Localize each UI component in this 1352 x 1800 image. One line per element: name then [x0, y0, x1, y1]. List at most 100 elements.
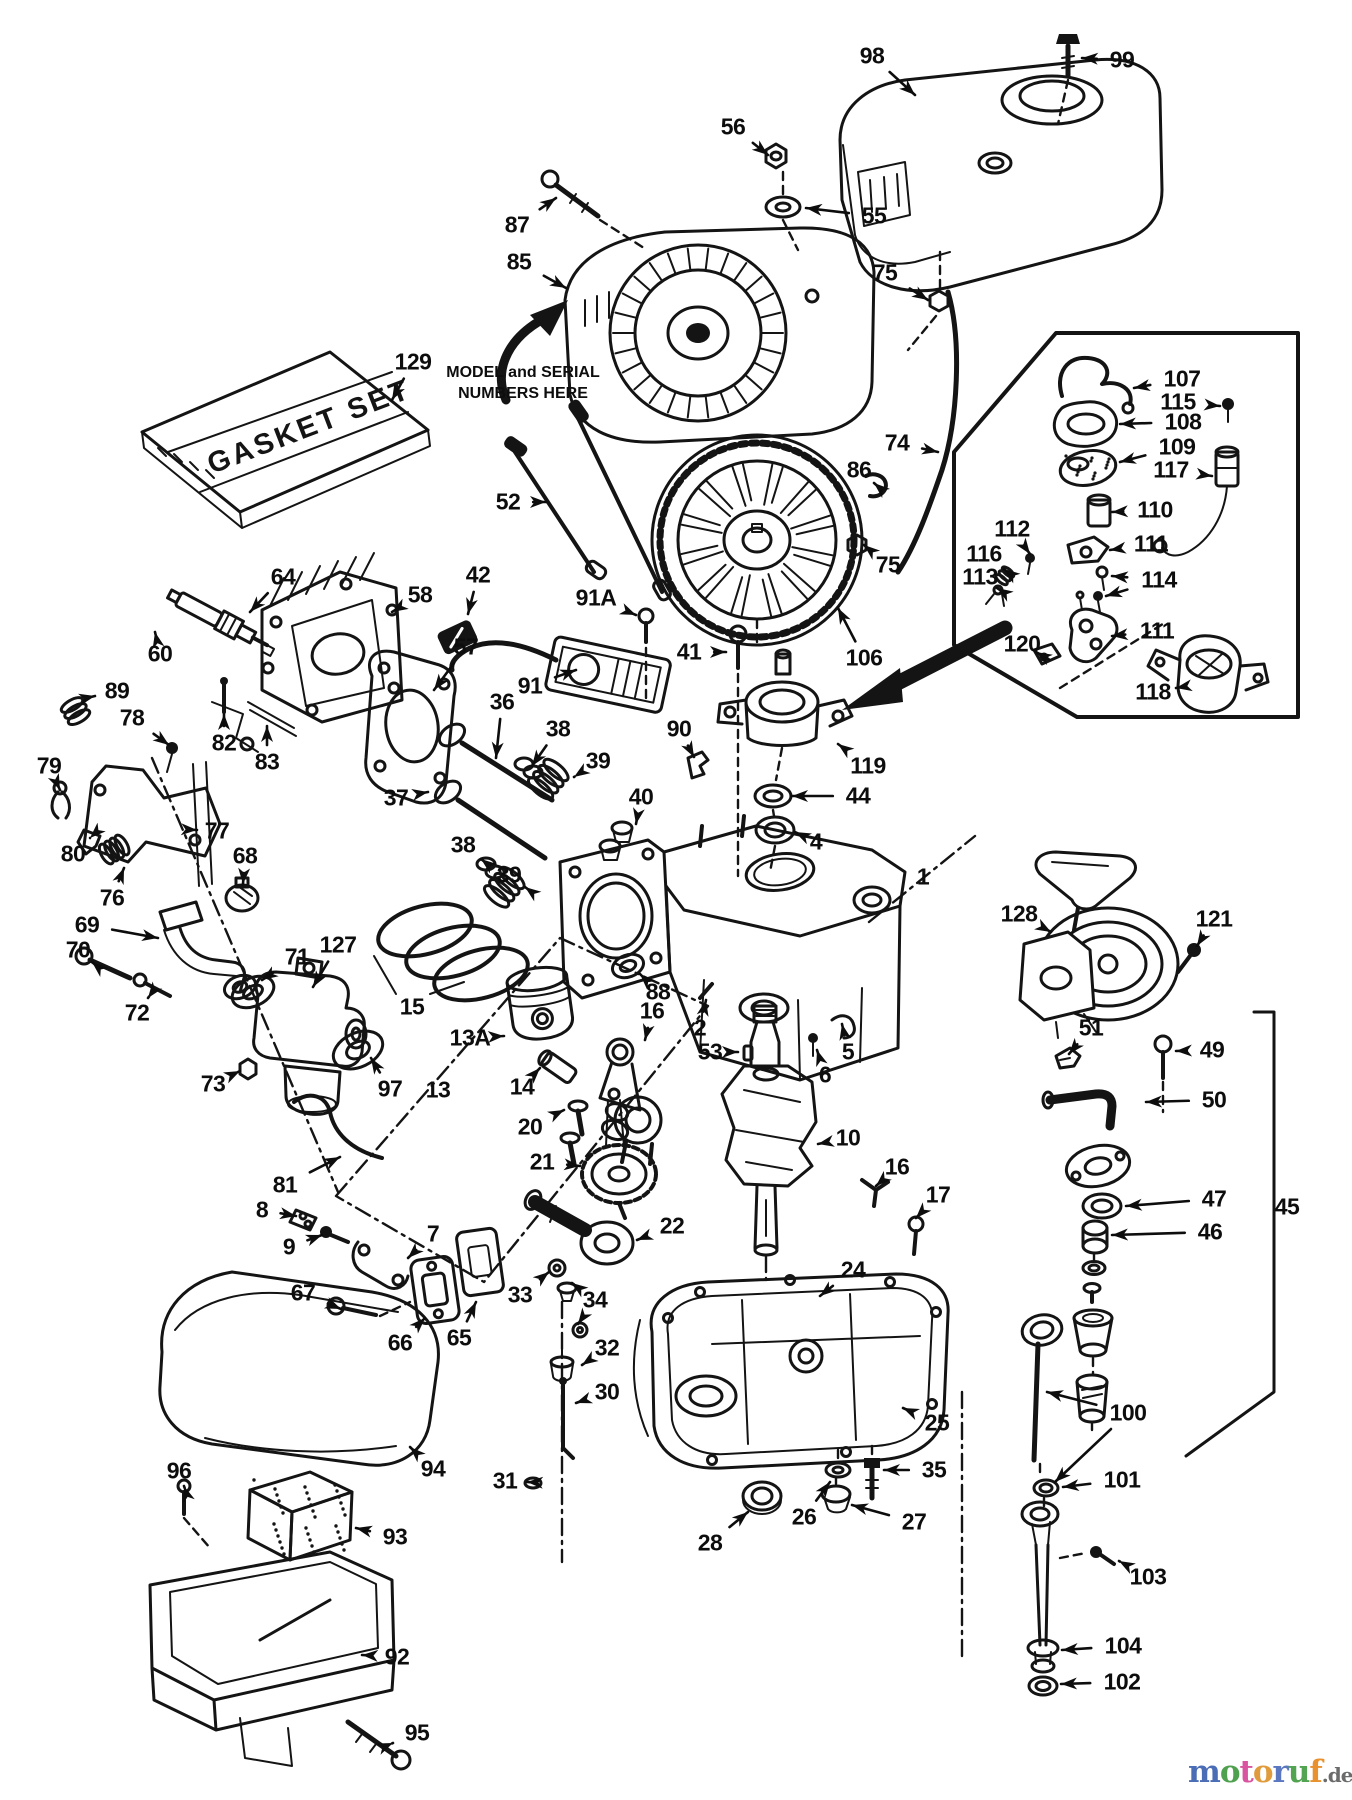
part-label-15: 15 — [399, 993, 425, 1020]
ignition-coil — [437, 607, 672, 714]
part-label-5: 5 — [841, 1038, 855, 1065]
part-label-116: 116 — [966, 540, 1002, 567]
part-label-77: 77 — [204, 817, 230, 844]
linkage-small-parts — [288, 1093, 410, 1290]
part-label-35: 35 — [921, 1456, 947, 1483]
part-label-78: 78 — [119, 704, 145, 731]
part-label-41: 41 — [676, 638, 702, 665]
part-label-89: 89 — [104, 677, 130, 704]
part-label-13a: 13A — [449, 1024, 491, 1051]
part-label-14: 14 — [509, 1073, 535, 1100]
blower-housing — [563, 226, 876, 444]
part-label-16: 16 — [884, 1153, 910, 1180]
oil-pan — [632, 1272, 950, 1470]
fuel-tank — [838, 57, 1164, 293]
recoil-starter — [1018, 850, 1201, 1070]
part-label-52: 52 — [495, 488, 521, 515]
part-label-91a: 91A — [575, 584, 617, 611]
part-label-60: 60 — [147, 640, 173, 667]
part-label-46: 46 — [1197, 1218, 1223, 1245]
part-label-2: 2 — [693, 1014, 707, 1041]
part-label-91: 91 — [517, 672, 543, 699]
part-label-66: 66 — [387, 1329, 413, 1356]
carburetor — [230, 956, 385, 1116]
flywheel — [650, 433, 864, 647]
part-label-32: 32 — [594, 1334, 620, 1361]
connecting-rod — [598, 1037, 925, 1256]
part-label-101: 101 — [1103, 1466, 1141, 1493]
part-label-57: 57 — [453, 633, 479, 660]
part-label-72: 72 — [124, 999, 150, 1026]
part-label-44: 44 — [845, 782, 871, 809]
stator-cup — [716, 618, 854, 878]
part-label-70: 70 — [65, 936, 91, 963]
gasket-set: GASKET SET — [140, 350, 431, 529]
part-label-127: 127 — [319, 931, 357, 958]
part-label-107: 107 — [1163, 365, 1201, 392]
part-label-69: 69 — [74, 911, 100, 938]
air-filter-element — [176, 1470, 354, 1562]
watermark-letter: f — [1309, 1754, 1322, 1790]
model-serial-arrow — [496, 300, 568, 405]
part-label-94: 94 — [420, 1455, 446, 1482]
part-label-17: 17 — [925, 1181, 951, 1208]
gasket-set-label: GASKET SET — [203, 373, 415, 480]
air-cleaner-base — [148, 1550, 412, 1771]
part-label-67: 67 — [290, 1279, 316, 1306]
part-label-121: 121 — [1195, 905, 1233, 932]
crankshaft — [720, 1004, 818, 1282]
part-label-28: 28 — [697, 1529, 723, 1556]
watermark-letter: o — [1219, 1754, 1241, 1790]
part-label-56: 56 — [720, 113, 746, 140]
part-label-82: 82 — [211, 729, 237, 756]
part-label-98: 98 — [859, 42, 885, 69]
model-serial-line1: MODEL and SERIAL — [446, 364, 600, 382]
part-label-109: 109 — [1158, 433, 1196, 460]
part-label-39: 39 — [496, 861, 522, 888]
part-label-128: 128 — [1000, 900, 1038, 927]
part-label-80: 80 — [60, 840, 86, 867]
part-label-87: 87 — [504, 211, 530, 238]
part-label-37: 37 — [383, 784, 409, 811]
part-label-95: 95 — [404, 1719, 430, 1746]
model-serial-note: MODEL and SERIAL NUMBERS HERE — [446, 363, 600, 405]
part-label-26: 26 — [791, 1503, 817, 1530]
part-label-104: 104 — [1104, 1632, 1142, 1659]
part-label-99: 99 — [1109, 46, 1135, 73]
tappets — [559, 1099, 589, 1167]
part-label-47: 47 — [1201, 1185, 1227, 1212]
valves — [433, 722, 634, 909]
part-label-120: 120 — [1003, 630, 1041, 657]
piston-rings — [373, 901, 530, 1003]
head-gasket — [364, 649, 457, 805]
part-label-10: 10 — [835, 1124, 861, 1151]
inset-pointer-arrow — [842, 620, 1013, 710]
part-label-40: 40 — [628, 783, 654, 810]
part-label-79: 79 — [36, 752, 62, 779]
watermark-letter: m — [1188, 1754, 1221, 1790]
part-label-38: 38 — [545, 715, 571, 742]
spark-plug — [166, 588, 276, 657]
part-label-112: 112 — [994, 515, 1030, 542]
part-label-111: 111 — [1133, 530, 1169, 557]
part-label-76: 76 — [99, 884, 125, 911]
part-label-8: 8 — [255, 1196, 269, 1223]
part-label-24: 24 — [840, 1256, 866, 1283]
part-label-119: 119 — [850, 752, 886, 779]
part-label-75: 75 — [875, 551, 901, 578]
part-label-22: 22 — [659, 1212, 685, 1239]
part-label-45: 45 — [1274, 1193, 1300, 1220]
control-rods — [504, 399, 672, 602]
part-label-30: 30 — [594, 1378, 620, 1405]
part-label-83: 83 — [254, 748, 280, 775]
part-label-114: 114 — [1141, 566, 1177, 593]
part-label-86: 86 — [846, 456, 872, 483]
part-label-68: 68 — [232, 842, 258, 869]
part-label-106: 106 — [845, 644, 883, 671]
part-label-108: 108 — [1164, 408, 1202, 435]
watermark-letter: r — [1272, 1754, 1289, 1790]
part-label-21: 21 — [529, 1148, 555, 1175]
part-label-100: 100 — [1109, 1399, 1147, 1426]
